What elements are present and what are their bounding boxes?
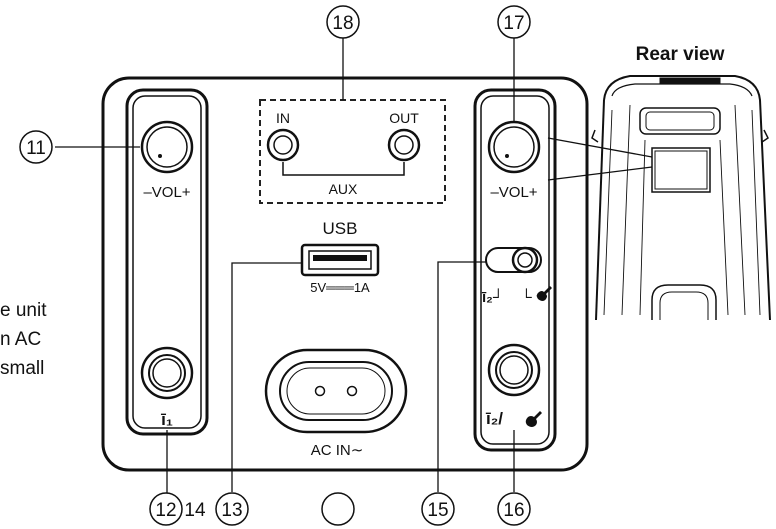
usb-rating-label: 5V═══1A — [310, 280, 370, 295]
volume-knob-left[interactable] — [140, 120, 194, 174]
usb-label: USB — [323, 219, 358, 238]
mic2-guitar-label: ī₂/ — [485, 409, 503, 428]
usb-section: USB 5V═══1A — [300, 219, 380, 295]
callout-14: 14 — [184, 500, 206, 521]
vol-label-right: –VOL+ — [490, 184, 537, 201]
aux-section: IN OUT AUX — [259, 99, 446, 204]
ac-inlet[interactable] — [264, 348, 408, 434]
aux-out-jack[interactable] — [387, 128, 421, 162]
svg-text:17: 17 — [503, 13, 524, 34]
left-channel-strip: –VOL+ ī₁ — [125, 88, 209, 436]
ac-in-label: AC IN∼ — [311, 442, 364, 459]
callout-15: 15 — [421, 492, 455, 526]
callout-13: 13 — [215, 492, 249, 526]
guitar-icon — [525, 411, 542, 427]
aux-label: AUX — [329, 181, 358, 197]
aux-in-label: IN — [276, 110, 290, 126]
side-text-line-1: e unit — [0, 300, 47, 321]
callout-11: 11 — [19, 130, 53, 164]
svg-text:11: 11 — [26, 138, 46, 159]
callout-16: 16 — [497, 492, 531, 526]
vol-label-left: –VOL+ — [143, 184, 190, 201]
guitar-icon — [536, 286, 552, 301]
callout-12: 12 — [149, 492, 183, 526]
ac-inlet-section: AC IN∼ — [264, 348, 408, 459]
svg-text:16: 16 — [503, 500, 524, 521]
svg-text:13: 13 — [221, 500, 242, 521]
callout-blank — [321, 492, 355, 526]
leader-lines — [55, 38, 653, 493]
mic1-label: ī₁ — [160, 410, 173, 429]
switch-mic-label: ī₂┘ — [481, 288, 503, 306]
side-text-line-2: n AC — [0, 329, 42, 350]
aux-in-jack[interactable] — [266, 128, 300, 162]
svg-text:12: 12 — [155, 500, 176, 521]
svg-text:18: 18 — [332, 13, 353, 34]
side-text-line-3: small — [0, 358, 45, 379]
aux-out-label: OUT — [389, 110, 419, 126]
svg-text:15: 15 — [427, 500, 448, 521]
callout-18: 18 — [326, 5, 360, 39]
callout-17: 17 — [497, 5, 531, 39]
switch-guitar-label: └ — [521, 288, 532, 306]
rear-view-title: Rear view — [636, 44, 725, 65]
right-channel-strip: –VOL+ ī₂┘ └ ī₂/ — [473, 88, 557, 452]
volume-knob-right[interactable] — [487, 120, 541, 174]
svg-text:14: 14 — [184, 500, 206, 521]
speaker-rear-illustration — [591, 75, 771, 321]
